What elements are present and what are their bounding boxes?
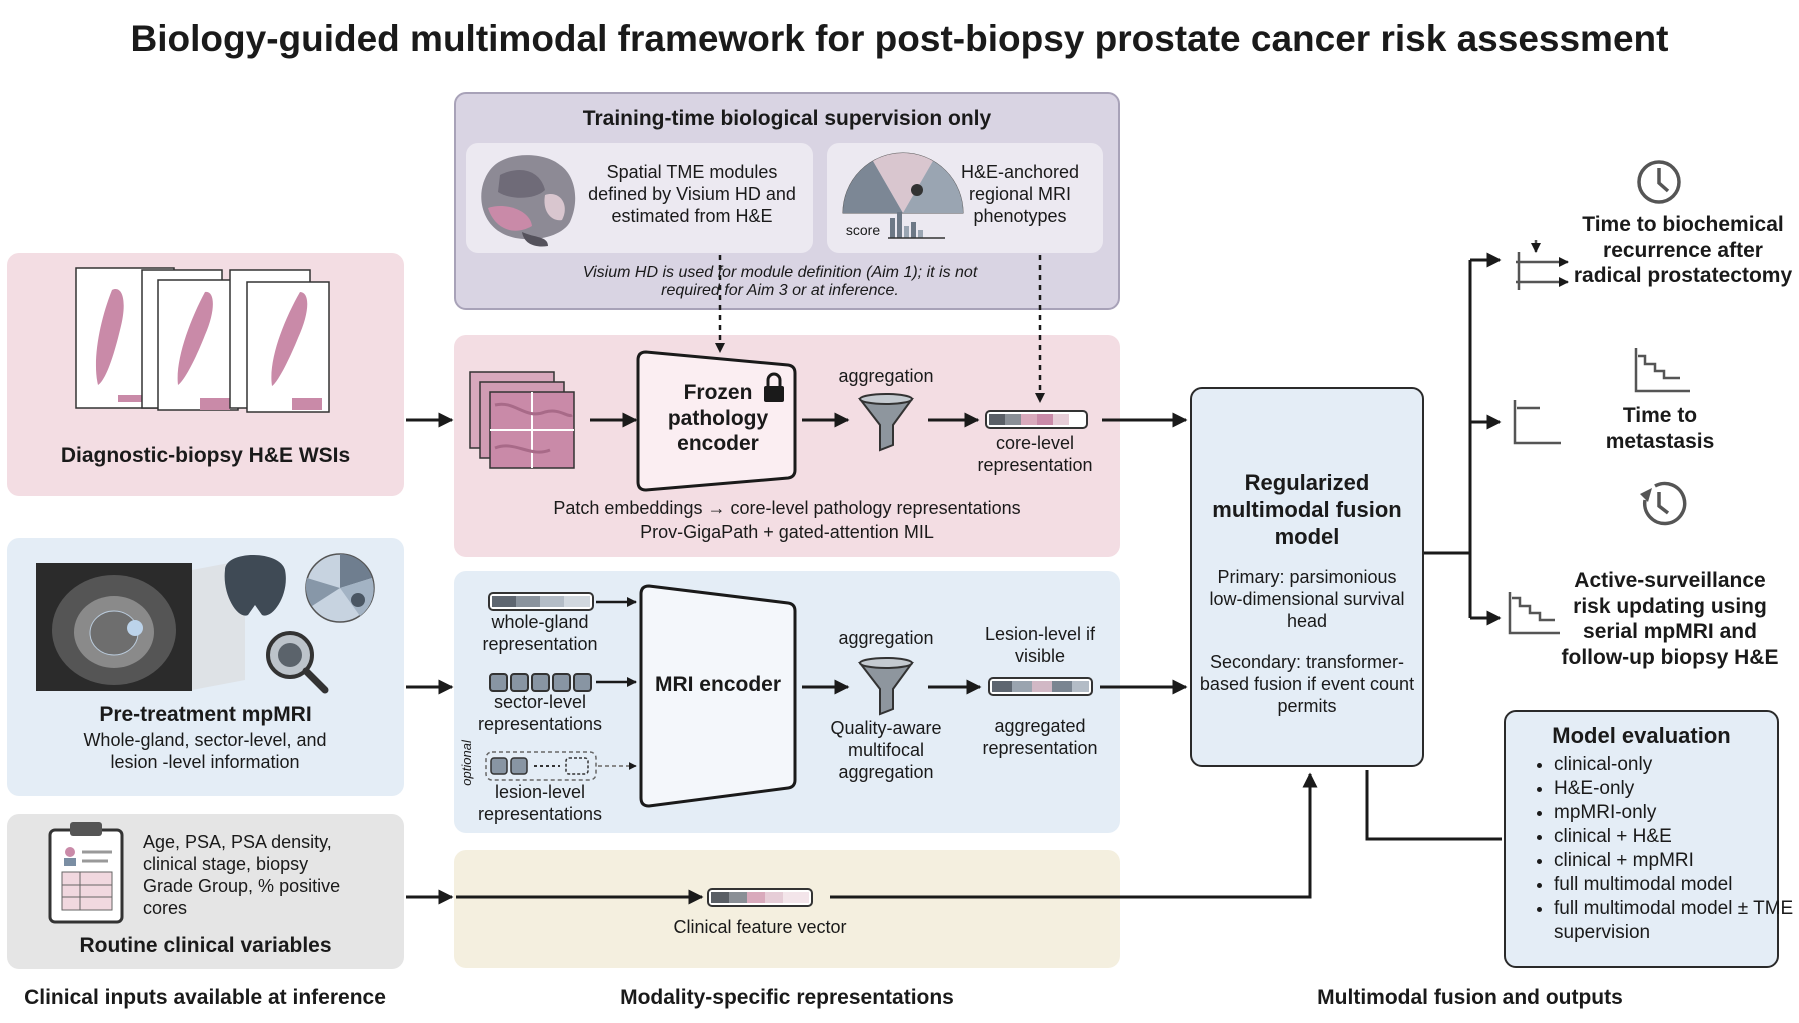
tme-map-icon [481, 155, 576, 247]
mri-input-title: Pre-treatment mpMRI [99, 703, 312, 726]
wsi-label: Diagnostic-biopsy H&E WSIs [60, 444, 351, 467]
surveillance-output: Active-surveillance risk updating using … [1561, 569, 1779, 669]
evaluation-item: clinical + H&E [1554, 825, 1794, 849]
metastasis-output: Time to metastasis [1605, 404, 1715, 453]
mri-encoder-shape [639, 584, 797, 808]
funnel-icon-pathology [857, 393, 914, 452]
pathology-encoder-shape [636, 350, 797, 492]
km-curve-icon-metastasis [1634, 348, 1690, 393]
clinical-panel [454, 850, 1120, 968]
fusion-primary: Primary: parsimonious low-dimensional su… [1209, 567, 1405, 631]
fusion-secondary: Secondary: transformer-based fusion if e… [1199, 652, 1415, 716]
mri-phenotypes-text: H&E-anchored regional MRI phenotypes [960, 162, 1080, 226]
whole-gland-vector [488, 592, 594, 611]
aggregated-rep-label: aggregated representation [982, 716, 1098, 758]
clinical-vector-label: Clinical feature vector [673, 917, 847, 937]
mri-encoder-label: MRI encoder [654, 673, 782, 696]
flow-arrows [406, 252, 1502, 905]
core-level-vector [985, 410, 1088, 429]
footer-right: Multimodal fusion and outputs [1317, 986, 1623, 1009]
fusion-box [1190, 387, 1424, 767]
supervision-header: Training-time biological supervision onl… [582, 107, 992, 130]
sector-level-vector [489, 673, 592, 692]
optional-label: optional [459, 740, 475, 786]
magnifier-icon [266, 631, 329, 694]
footer-middle: Modality-specific representations [620, 986, 954, 1009]
clinical-input-title: Routine clinical variables [79, 934, 332, 957]
lesion-level-label: lesion-level representations [477, 782, 603, 824]
clock-refresh-icon [1640, 481, 1687, 526]
km-curve-icon-surveillance [1508, 592, 1560, 635]
evaluation-item: full multimodal model [1554, 873, 1794, 897]
aggregated-mri-vector [988, 677, 1093, 696]
evaluation-item: full multimodal model ± TME supervision [1554, 897, 1794, 945]
quality-aware-label: Quality-aware multifocal aggregation [830, 718, 942, 782]
tme-modules-text: Spatial TME modules defined by Visium HD… [588, 162, 796, 226]
pathology-encoder-label: Frozen pathology encoder [667, 381, 769, 456]
lock-icon [764, 372, 784, 402]
pathology-caption-line2: Prov-GigaPath + gated-attention MIL [640, 522, 934, 542]
mri-scan-image [36, 560, 245, 691]
page-title: Biology-guided multimodal framework for … [130, 18, 1669, 59]
funnel-icon-mri [857, 657, 914, 716]
evaluation-item: clinical + mpMRI [1554, 849, 1794, 873]
phenotype-gauge-icon [842, 152, 964, 239]
evaluation-item: H&E-only [1554, 777, 1794, 801]
fusion-title: Regularized multimodal fusion model [1212, 470, 1402, 549]
evaluation-list: clinical-only H&E-only mpMRI-only clinic… [1532, 753, 1794, 945]
pathology-aggregation-label: aggregation [838, 366, 934, 386]
lesion-visible-label: Lesion-level if visible [984, 624, 1096, 666]
prostate-icon [224, 555, 286, 616]
pathology-caption-line1: Patch embeddings → core-level pathology … [553, 498, 1021, 518]
evaluation-item: mpMRI-only [1554, 801, 1794, 825]
clock-icon [1637, 160, 1681, 204]
clipboard-icon [48, 822, 124, 924]
sector-level-label: sector-level representations [477, 692, 603, 734]
evaluation-title: Model evaluation [1552, 723, 1731, 748]
dashed-arrows [715, 255, 1045, 403]
wsi-slides-icon [75, 267, 330, 413]
clinical-feature-vector [707, 888, 813, 907]
mri-aggregation-label: aggregation [838, 628, 934, 648]
footer-left: Clinical inputs available at inference [24, 986, 386, 1009]
timeline-icon [1516, 240, 1569, 290]
patch-stack-icon [469, 371, 575, 469]
km-curve-icon-outcome [1513, 400, 1561, 445]
evaluation-box [1504, 710, 1779, 968]
clinical-variable-list: Age, PSA, PSA density, clinical stage, b… [143, 832, 341, 918]
whole-gland-label: whole-gland representation [482, 612, 598, 654]
bcr-output: Time to biochemical recurrence after rad… [1573, 213, 1793, 288]
visium-note: Visium HD is used for module definition … [582, 264, 978, 299]
evaluation-item: clinical-only [1554, 753, 1794, 777]
mri-input-subtitle: Whole-gland, sector-level, and lesion -l… [83, 730, 327, 772]
score-label: score [845, 222, 881, 238]
lesion-level-vector [485, 751, 597, 781]
sector-pie-icon [305, 553, 375, 623]
core-level-rep-label: core-level representation [977, 433, 1093, 475]
